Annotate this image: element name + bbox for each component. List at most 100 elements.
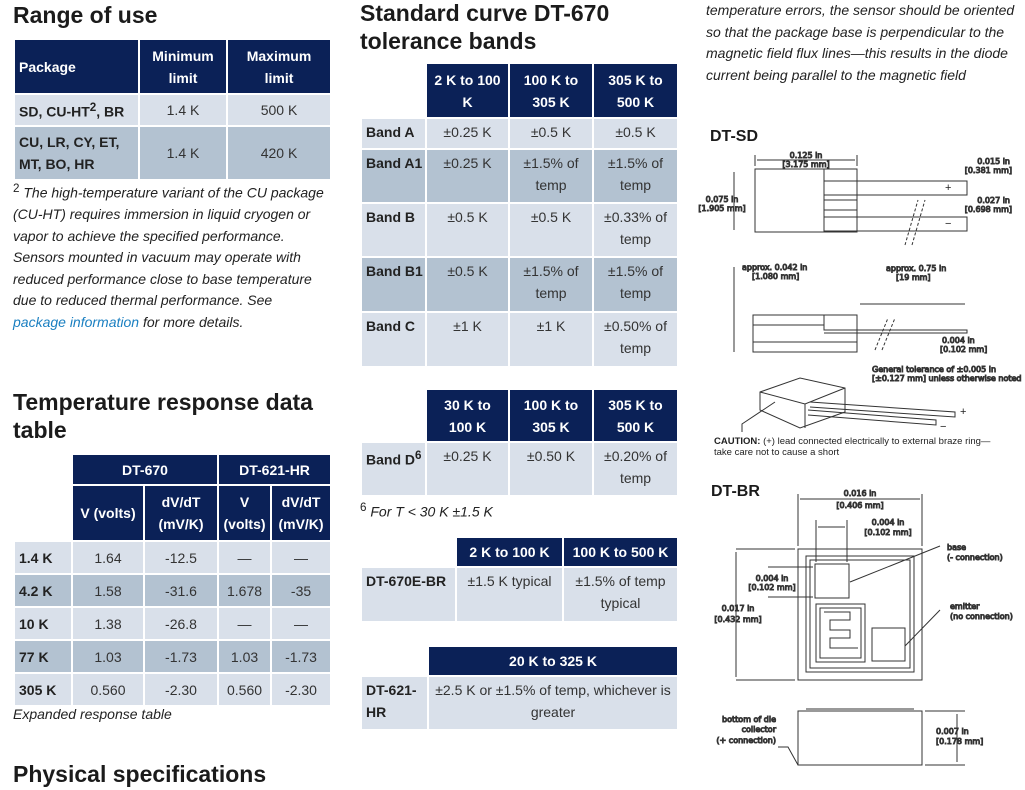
range-of-use-heading: Range of use: [13, 2, 158, 28]
tolerance-cell: ±0.25 K: [425, 148, 510, 204]
package-cell: CU, LR, CY, ET, MT, BO, HR: [13, 124, 140, 181]
label: [0.406 mm]: [836, 501, 883, 510]
tolerance-cell: ±1 K: [508, 311, 594, 368]
minus-label: −: [945, 218, 951, 230]
package-cell: SD, CU-HT2, BR: [13, 93, 140, 127]
value-cell: —: [270, 606, 333, 641]
table-row: Band B1±0.5 K±1.5% of temp±1.5% of temp: [360, 256, 679, 313]
footnote-2: 2 The high-temperature variant of the CU…: [13, 182, 324, 330]
col-header: 100 K to 305 K: [508, 388, 594, 443]
group-dt621hr: DT-621-HR: [217, 453, 333, 486]
package-information-link[interactable]: package information: [13, 313, 140, 330]
label: collector: [742, 725, 777, 734]
value-cell: 1.38: [71, 606, 145, 641]
band-label: Band C: [360, 311, 427, 368]
label: [±0.127 mm] unless otherwise noted: [872, 374, 1022, 383]
group-dt670: DT-670: [70, 453, 220, 486]
label: 0.015 in: [977, 157, 1010, 166]
tolerance-cell: ±0.5 K: [592, 117, 679, 150]
dt-sd-top-view: [733, 155, 968, 246]
temperature-label: 4.2 K: [13, 573, 73, 608]
temperature-label: 10 K: [13, 606, 73, 641]
value-cell: 1.03: [217, 639, 273, 674]
label: 0.004 in: [756, 574, 789, 583]
cell: ±2.5 K or ±1.5% of temp, whichever is gr…: [427, 675, 679, 731]
col-header: 100 K to 305 K: [508, 62, 594, 119]
plus-label: +: [960, 406, 966, 418]
tolerance-cell: ±0.33% of temp: [592, 202, 679, 258]
temperature-label: 305 K: [13, 672, 73, 707]
orientation-note: temperature errors, the sensor should be…: [706, 2, 1015, 83]
tolerance-cell: ±0.5 K: [508, 202, 594, 258]
subheader: V (volts): [217, 484, 273, 542]
col-header: 100 K to 500 K: [562, 536, 679, 568]
label: 0.004 in: [942, 336, 975, 345]
tolerance-cell: ±0.5 K: [508, 117, 594, 150]
tolerance-cell: ±1.5% of temp: [508, 256, 594, 313]
label: 0.075 in: [706, 195, 739, 204]
tolerance-cell: ±1 K: [425, 311, 510, 368]
value-cell: -12.5: [142, 540, 220, 575]
col-header: 2 K to 100 K: [425, 62, 510, 119]
caution-note: CAUTION: (+) lead connected electrically…: [714, 436, 991, 447]
col-header: 20 K to 325 K: [427, 645, 679, 677]
subheader: dV/dT (mV/K): [270, 484, 333, 542]
col-package: Package: [13, 38, 140, 95]
dt-br-diagram: 0.016 in [0.406 mm] 0.004 in [0.102 mm] …: [714, 489, 1013, 766]
tolerance-cell: ±0.5 K: [425, 256, 510, 313]
plus-label: +: [945, 182, 951, 194]
subheader: dV/dT (mV/K): [142, 484, 220, 542]
dt-br-heading: DT-BR: [711, 483, 760, 500]
expanded-response-table-link[interactable]: Expanded response table: [13, 706, 172, 722]
table-row: Band C±1 K±1 K±0.50% of temp: [360, 311, 679, 368]
label: 0.016 in: [844, 489, 877, 498]
footnote-6: 6 For T < 30 K ±1.5 K: [360, 501, 493, 520]
temperature-label: 77 K: [13, 639, 73, 674]
tolerance-cell: ±1.5% of temp: [508, 148, 594, 204]
table-row: Band A1±0.25 K±1.5% of temp±1.5% of temp: [360, 148, 679, 204]
temperature-label: 1.4 K: [13, 540, 73, 575]
minus-label: −: [940, 421, 946, 433]
value-cell: 1.64: [71, 540, 145, 575]
min-cell: 1.4 K: [138, 93, 228, 127]
tolerance-cell: ±1.5% of temp: [592, 256, 679, 313]
tolerance-bands-heading: Standard curve DT-670 tolerance bands: [360, 0, 610, 54]
col-header: 2 K to 100 K: [455, 536, 564, 568]
cell: ±0.25 K: [425, 441, 510, 497]
label: [1.905 mm]: [698, 204, 745, 213]
col-max: Maximum limit: [226, 38, 332, 95]
label: 0.017 in: [722, 604, 755, 613]
value-cell: 1.03: [71, 639, 145, 674]
col-header: 30 K to 100 K: [425, 388, 510, 443]
label: 0.125 in: [790, 151, 823, 160]
dt-br-side-view: [778, 708, 965, 766]
label: 0.004 in: [872, 518, 905, 527]
value-cell: —: [217, 606, 273, 641]
cell: ±1.5 K typical: [455, 566, 564, 623]
min-cell: 1.4 K: [138, 124, 228, 181]
label: approx. 0.75 in: [886, 264, 946, 273]
label: bottom of die: [722, 715, 776, 724]
dt-sd-isometric-view: [741, 377, 956, 432]
label: 0.027 in: [977, 196, 1010, 205]
tolerance-cell: ±1.5% of temp: [592, 148, 679, 204]
band-d-label: Band D6: [360, 441, 427, 497]
value-cell: -2.30: [142, 672, 220, 707]
label: [0.432 mm]: [714, 615, 761, 624]
table-row: Band A±0.25 K±0.5 K±0.5 K: [360, 117, 679, 150]
label: [0.381 mm]: [965, 166, 1012, 175]
band-label: Band B: [360, 202, 427, 258]
col-header: 305 K to 500 K: [592, 388, 679, 443]
value-cell: 0.560: [217, 672, 273, 707]
value-cell: 0.560: [71, 672, 145, 707]
band-label: Band B1: [360, 256, 427, 313]
dt621-hr-table: 20 K to 325 K DT-621-HR±2.5 K or ±1.5% o…: [360, 645, 679, 731]
